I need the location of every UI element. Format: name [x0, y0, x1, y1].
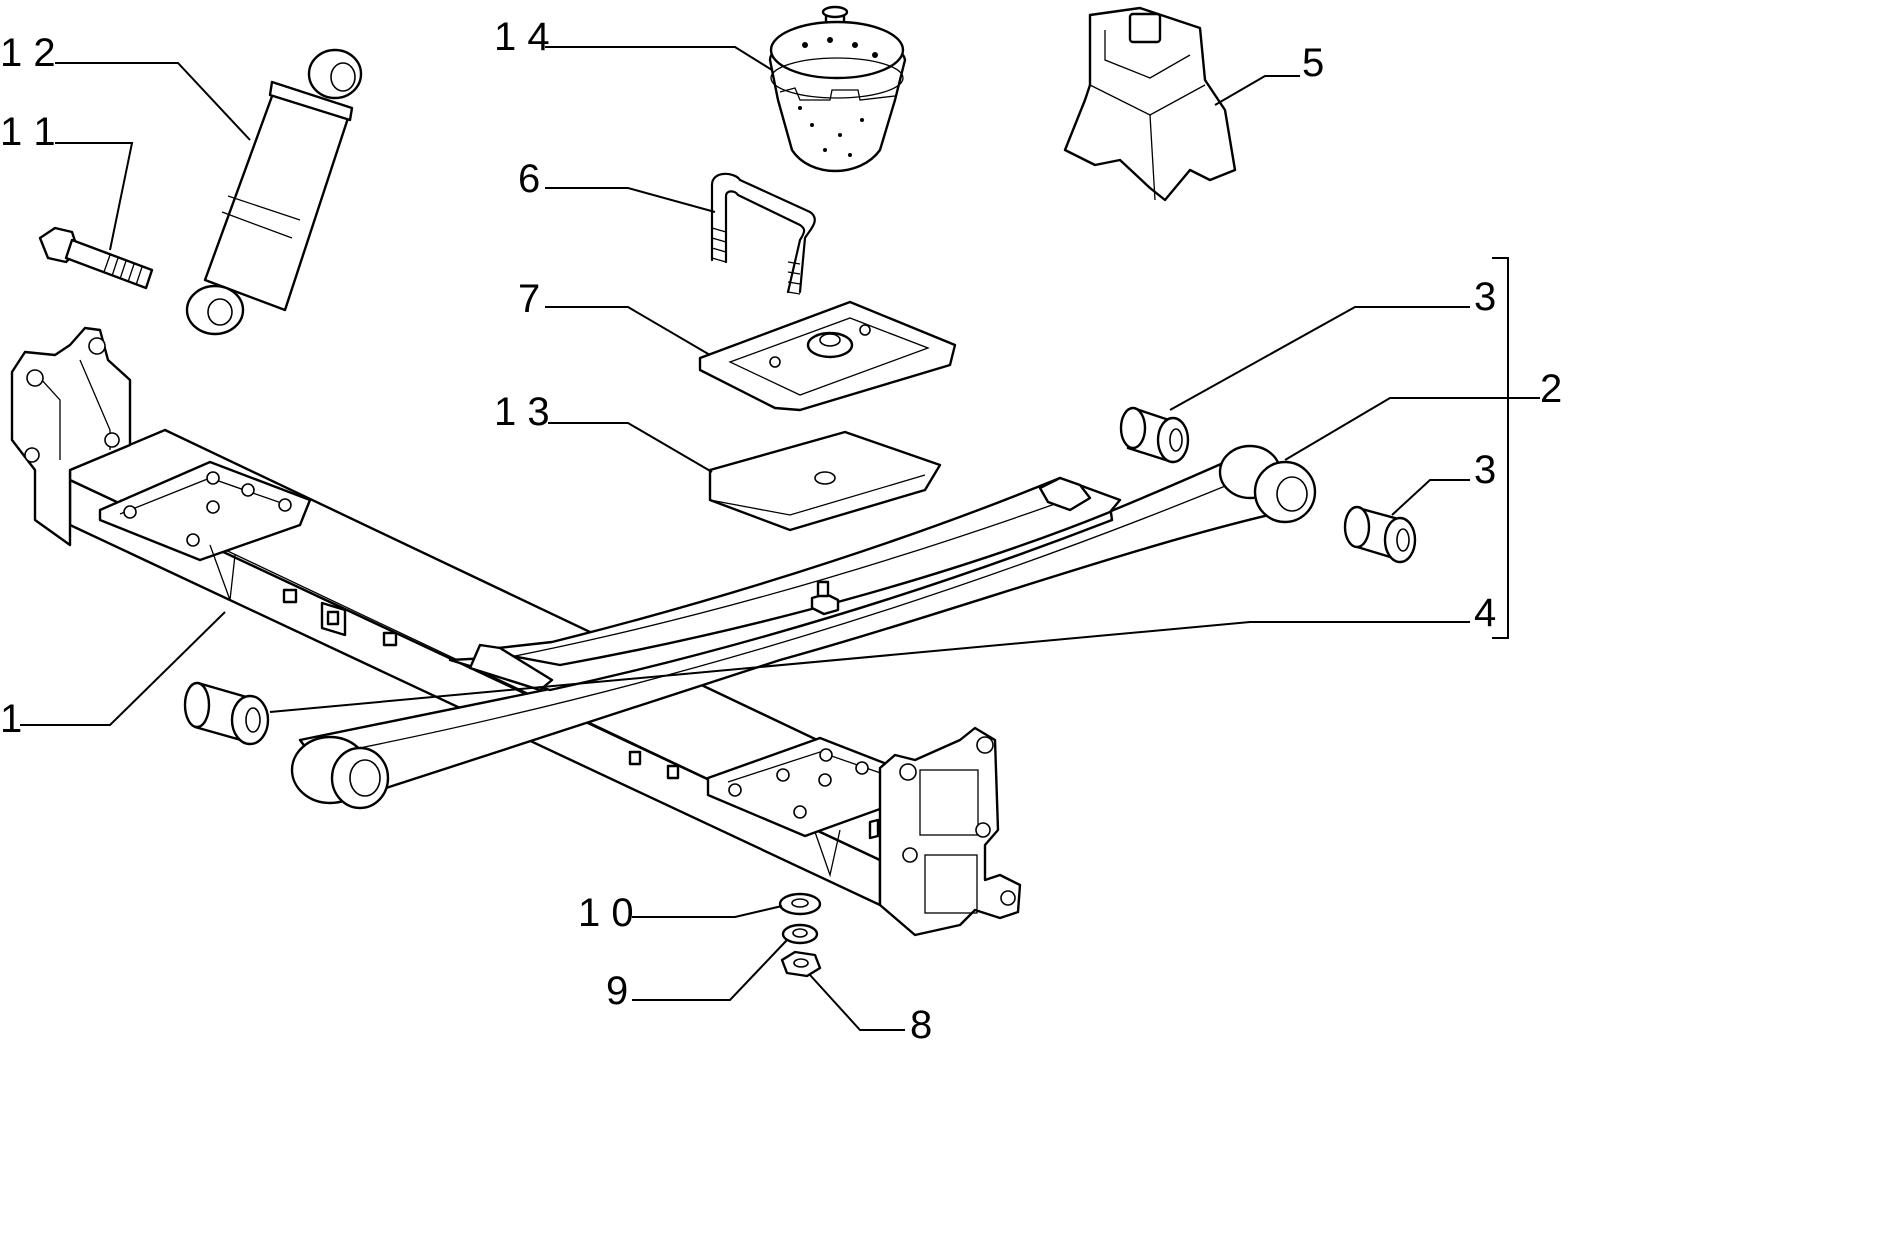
callout-12: 1 2: [0, 31, 56, 75]
bushing-front-lower: [1343, 505, 1417, 564]
bushing-front-upper: [1119, 406, 1190, 464]
callout-1: 1: [0, 697, 22, 741]
leader-13: [548, 422, 713, 473]
leader-4: [269, 621, 1470, 713]
leader-1: [20, 611, 226, 726]
leader-lines: [20, 46, 1540, 1031]
u-bolt: [710, 172, 816, 295]
callout-3-upper: 3: [1474, 275, 1496, 319]
callout-14: 1 4: [494, 15, 550, 59]
bolt: [38, 226, 154, 290]
bushing-rear: [183, 681, 270, 746]
leader-11: [55, 142, 134, 251]
lock-washer-9: [781, 923, 819, 945]
bump-stop: [768, 5, 907, 173]
callout-6: 6: [518, 157, 540, 201]
leader-6: [545, 187, 716, 213]
leader-3b: [1391, 479, 1470, 516]
callout-4: 4: [1474, 591, 1496, 635]
suspension-exploded-diagram: 1 2 3 3 4 5 6 7 8 9 1 0 1 1 1 2 1 3 1 4: [0, 5, 1562, 1043]
leader-10: [632, 905, 783, 918]
spacer-plate: [708, 430, 942, 532]
leader-7: [545, 306, 711, 356]
leaf-spring: [290, 444, 1317, 810]
callouts: 1 2 3 3 4 5 6 7 8 9 1 0 1 1 1 2 1 3 1 4: [0, 15, 1562, 1043]
callout-3-lower: 3: [1474, 448, 1496, 492]
bracket-3-3-4: [1492, 257, 1509, 639]
leader-5: [1214, 75, 1300, 106]
callout-8: 8: [910, 1003, 932, 1043]
leader-14: [545, 46, 773, 71]
nut-8: [780, 950, 822, 978]
callout-7: 7: [518, 277, 540, 321]
shock-absorber: [185, 48, 363, 336]
callout-5: 5: [1302, 41, 1324, 85]
leader-2: [1284, 397, 1540, 461]
callout-13: 1 3: [494, 390, 550, 434]
leader-3a: [1169, 306, 1470, 411]
callout-9: 9: [606, 969, 628, 1013]
rubber-buffer: [1063, 6, 1237, 202]
callout-11: 1 1: [0, 110, 56, 154]
leader-9: [632, 939, 788, 1001]
callout-10: 1 0: [578, 891, 634, 935]
washer-10: [778, 892, 822, 916]
callout-2: 2: [1540, 367, 1562, 411]
leader-12: [55, 62, 251, 141]
spring-plate: [698, 300, 957, 412]
leader-8: [809, 974, 905, 1031]
